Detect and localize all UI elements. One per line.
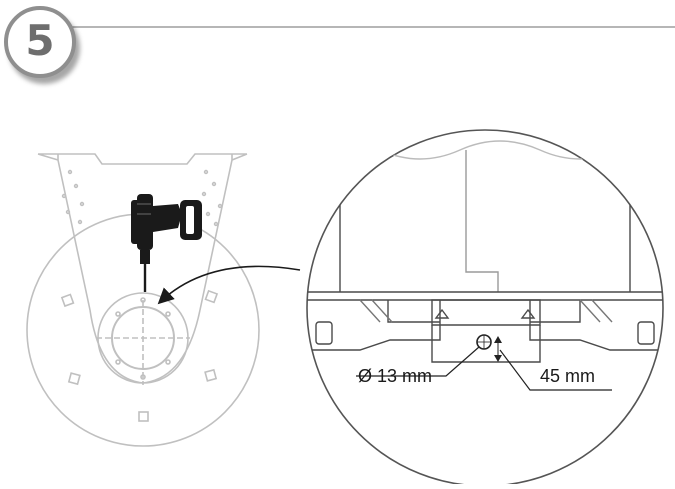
arrow-icon xyxy=(157,265,301,305)
drill-icon xyxy=(131,194,202,292)
caster-overview xyxy=(26,153,260,447)
step-badge: 5 xyxy=(4,6,76,78)
hole-height-label: 45 mm xyxy=(540,366,596,386)
caster-fork xyxy=(37,153,248,311)
hole-diameter-label: Ø 13 mm xyxy=(358,366,433,386)
step-number: 5 xyxy=(25,16,55,65)
zoom-frame xyxy=(306,129,664,487)
